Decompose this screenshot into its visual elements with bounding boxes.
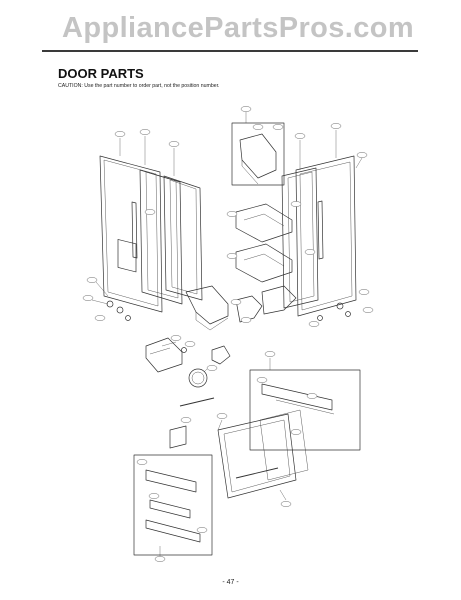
door-bins bbox=[235, 203, 297, 315]
dispenser-parts bbox=[145, 337, 231, 388]
watermark-logo: AppliancePartsPros.com bbox=[62, 12, 415, 44]
header-rule bbox=[42, 50, 418, 52]
left-door-assembly bbox=[99, 155, 263, 331]
page-number: - 47 - bbox=[222, 579, 239, 586]
drawer-frame-box bbox=[133, 397, 215, 556]
drawer-front-assembly bbox=[217, 369, 361, 499]
caution-note: CAUTION: Use the part number to order pa… bbox=[58, 83, 220, 89]
page-title: DOOR PARTS bbox=[58, 66, 144, 81]
door-bin-box bbox=[231, 122, 285, 186]
right-door-assembly bbox=[281, 155, 357, 321]
